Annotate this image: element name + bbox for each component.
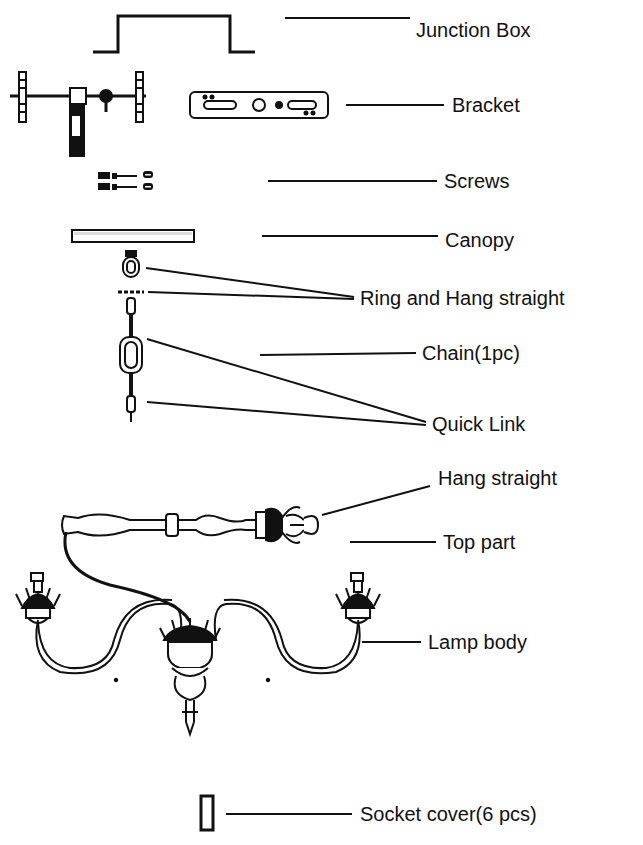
socket-cover (201, 796, 213, 830)
part-label: Top part (443, 530, 515, 554)
bracket-crossbar (10, 72, 146, 156)
part-label: Screws (444, 169, 510, 193)
bracket-plate (190, 92, 328, 118)
part-label: Socket cover(6 pcs) (360, 802, 537, 826)
part-label: Junction Box (416, 18, 531, 42)
screws (98, 171, 153, 190)
part-label: Bracket (452, 93, 520, 117)
part-label: Chain(1pc) (422, 341, 520, 365)
part-label: Quick Link (432, 412, 525, 436)
leader-lines (146, 18, 444, 814)
part-label: Lamp body (428, 630, 527, 654)
junction-box (93, 16, 255, 52)
top-part (62, 507, 318, 543)
part-label: Hang straight (438, 466, 557, 490)
lamp-body (16, 532, 380, 734)
part-label: Canopy (445, 228, 514, 252)
ring (118, 250, 144, 292)
part-label: Ring and Hang straight (360, 286, 565, 310)
chain (120, 298, 142, 422)
canopy (72, 230, 194, 242)
